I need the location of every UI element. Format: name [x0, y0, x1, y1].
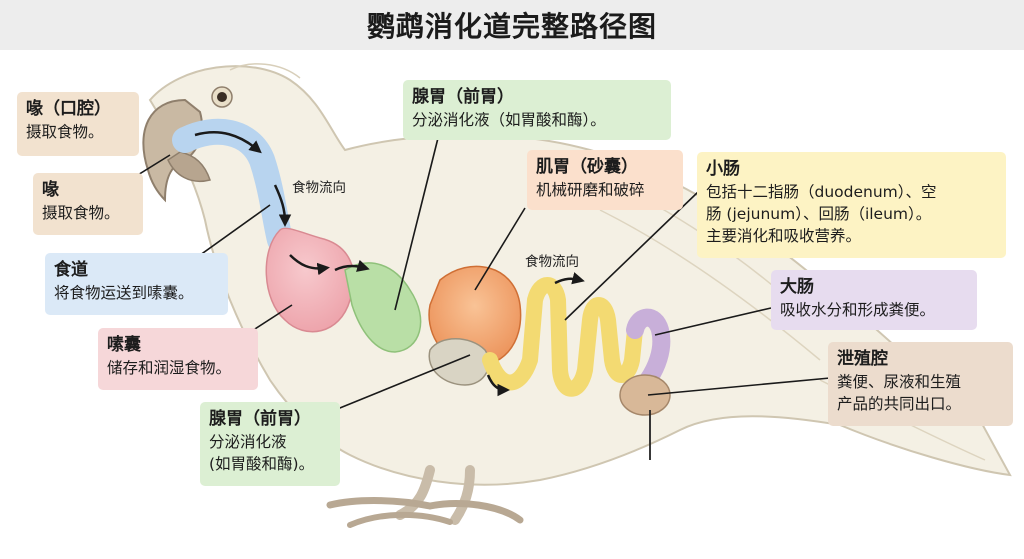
label-beak-mouth: 喙（口腔） 摄取食物。: [17, 92, 139, 156]
flow-label-upper: 食物流向: [292, 180, 346, 196]
cloaca-shape: [619, 374, 671, 416]
label-gizzard: 肌胃（砂囊） 机械研磨和破碎: [527, 150, 683, 210]
digestive-tract: [172, 118, 671, 460]
label-proventriculus-top: 腺胃（前胃） 分泌消化液（如胃酸和酶）。: [403, 80, 671, 140]
label-esophagus: 食道 将食物运送到嗉囊。: [45, 253, 228, 315]
label-crop: 嗉囊 储存和润湿食物。: [98, 328, 258, 390]
flow-label-lower: 食物流向: [525, 254, 579, 270]
page-title: 鹦鹉消化道完整路径图: [366, 10, 657, 43]
crop-shape: [265, 227, 355, 333]
large-intestine-shape: [626, 308, 671, 389]
small-intestine-shape: [482, 277, 643, 397]
label-proventriculus-bottom: 腺胃（前胃） 分泌消化液 (如胃酸和酶)。: [200, 402, 340, 486]
label-beak: 喙 摄取食物。: [33, 173, 143, 235]
leader-lines: [119, 137, 831, 413]
label-cloaca: 泄殖腔 粪便、尿液和生殖 产品的共同出口。: [828, 342, 1013, 426]
label-small-intestine: 小肠 包括十二指肠（duodenum）、空 肠 (jejunum）、回肠（ile…: [697, 152, 1006, 258]
flow-arrow-icon: [194, 131, 585, 397]
label-large-intestine: 大肠 吸收水分和形成粪便。: [771, 270, 977, 330]
title-bar: 鹦鹉消化道完整路径图: [0, 0, 1024, 50]
